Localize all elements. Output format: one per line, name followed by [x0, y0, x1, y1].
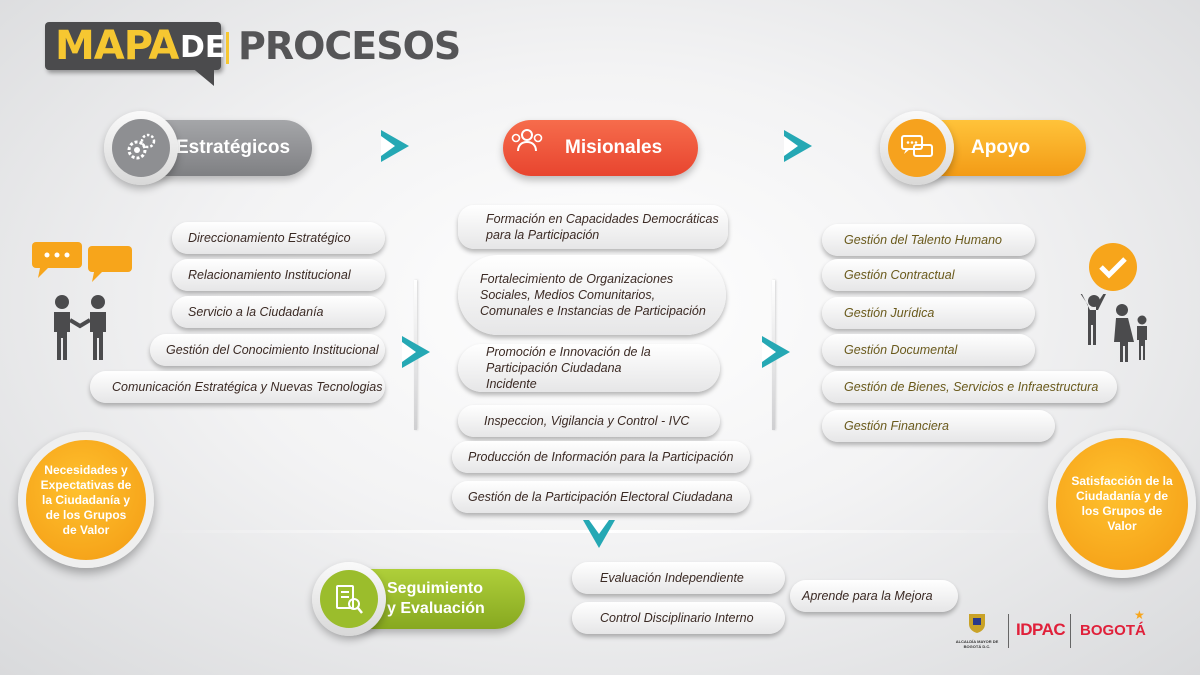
apoyo-item-4: Gestión Documental: [822, 334, 1035, 366]
bogota-logo: BOGOTÁ: [1080, 622, 1146, 639]
chat-bubbles-icon: [32, 240, 134, 293]
seguimiento-item-1: Evaluación Independiente: [572, 562, 785, 594]
apoyo-item-2: Gestión Contractual: [822, 259, 1035, 291]
checklist-search-icon: [320, 570, 378, 628]
arrow-estrategicos-to-misionales: [381, 130, 409, 162]
estrategicos-icon-circle: [104, 111, 178, 185]
misionales-item-1: Formación en Capacidades Democráticas pa…: [458, 205, 728, 249]
estrategicos-label: Estratégicos: [176, 137, 291, 158]
title-box-tail: [190, 66, 214, 86]
misionales-item-5: Producción de Información para la Partic…: [452, 441, 750, 473]
title-word-de: DE: [180, 30, 226, 65]
arrow-right-middle: [762, 336, 790, 368]
left-circle: Necesidades y Expectativas de la Ciudada…: [18, 432, 154, 568]
apoyo-item-1: Gestión del Talento Humano: [822, 224, 1035, 256]
speech-bubbles-icon: [888, 119, 946, 177]
seguimiento-item-3: Aprende para la Mejora: [790, 580, 958, 612]
seguimiento-icon-circle: [312, 562, 386, 636]
estrategicos-item-4: Gestión del Conocimiento Institucional: [150, 334, 385, 366]
misionales-icon-circle: [490, 111, 550, 171]
misionales-item-2: Fortalecimiento de Organizaciones Social…: [458, 255, 726, 335]
right-circle: Satisfacción de la Ciudadanía y de los G…: [1048, 430, 1196, 578]
misionales-item-6: Gestión de la Participación Electoral Ci…: [452, 481, 750, 513]
checkmark-icon: [1088, 242, 1138, 297]
title-box: [45, 22, 221, 70]
seguimiento-label: Seguimiento y Evaluación: [387, 580, 485, 617]
family-icon: [1080, 293, 1152, 367]
coat-of-arms-icon: [969, 614, 985, 633]
title-word-procesos: PROCESOS: [238, 24, 461, 68]
apoyo-item-6: Gestión Financiera: [822, 410, 1055, 442]
apoyo-item-5: Gestión de Bienes, Servicios e Infraestr…: [822, 371, 1117, 403]
logo-divider-1: [1008, 614, 1009, 648]
estrategicos-item-3: Servicio a la Ciudadanía: [172, 296, 385, 328]
title-divider: [226, 32, 229, 64]
misionales-label: Misionales: [565, 137, 663, 158]
arrow-misionales-to-apoyo: [784, 130, 812, 162]
bogota-star-icon: ★: [1134, 608, 1145, 622]
gears-icon: [112, 119, 170, 177]
arrow-down-inner: [589, 520, 609, 534]
misionales-header: Misionales: [503, 120, 698, 176]
estrategicos-item-5: Comunicación Estratégica y Nuevas Tecnol…: [90, 371, 385, 403]
handshake-people-icon: [44, 294, 114, 367]
alcaldia-logo: ALCALDÍA MAYOR DE BOGOTÁ D.C.: [950, 612, 1004, 649]
apoyo-label: Apoyo: [971, 137, 1031, 158]
estrategicos-item-1: Direccionamiento Estratégico: [172, 222, 385, 254]
apoyo-icon-circle: [880, 111, 954, 185]
estrategicos-item-2: Relacionamiento Institucional: [172, 259, 385, 291]
title-word-mapa: MAPA: [55, 23, 179, 69]
apoyo-item-3: Gestión Jurídica: [822, 297, 1035, 329]
misionales-item-3: Promoción e Innovación de la Participaci…: [458, 344, 720, 392]
arrow-left-middle: [402, 336, 430, 368]
seguimiento-item-2: Control Disciplinario Interno: [572, 602, 785, 634]
alcaldia-text: ALCALDÍA MAYOR DE BOGOTÁ D.C.: [955, 639, 999, 649]
people-group-icon: [504, 117, 550, 163]
logo-divider-2: [1070, 614, 1071, 648]
misionales-item-4: Inspeccion, Vigilancia y Control - IVC: [458, 405, 720, 437]
idpac-logo: IDPAC: [1016, 620, 1066, 639]
